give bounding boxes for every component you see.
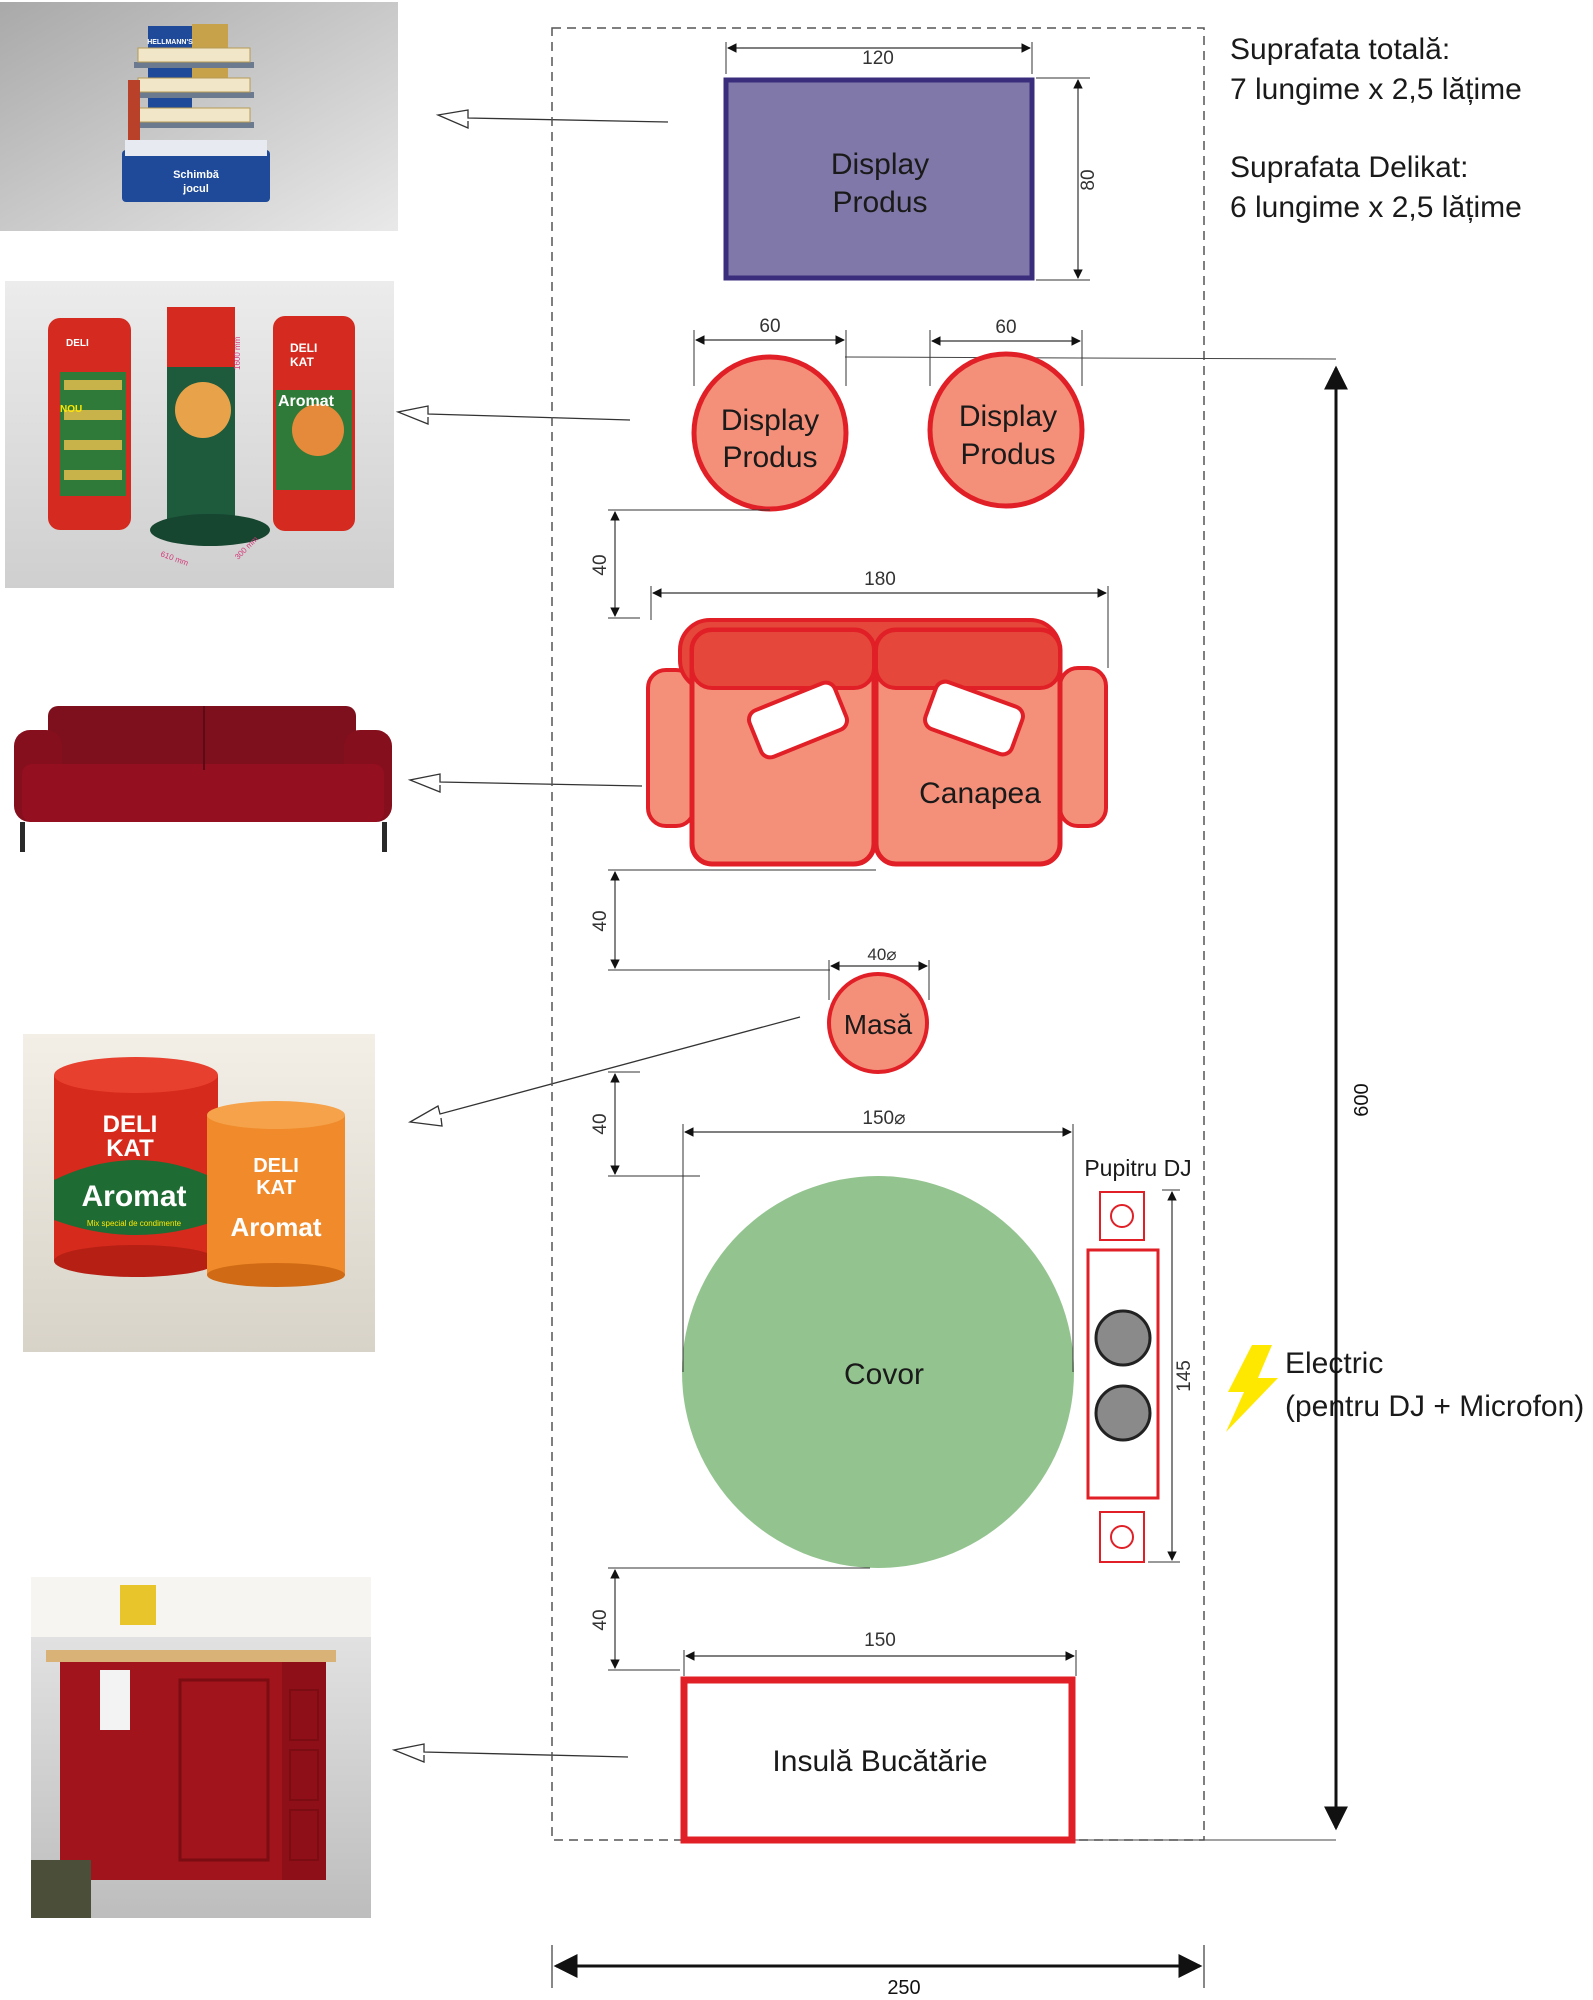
stand-brand: HELLMANN'S (147, 39, 193, 46)
info-total-area: Suprafata totală: 7 lungime x 2,5 lățime (1230, 30, 1522, 110)
display-rect-label-2: Produs (832, 186, 927, 219)
dim-overall-length: 600 (1324, 365, 1373, 1831)
dim-gap-2: 40 (590, 869, 876, 971)
info-total-title: Suprafata totală: (1230, 33, 1451, 66)
dim-gap-4: 40 (590, 1567, 870, 1671)
display-rect-label-1: Display (831, 148, 929, 181)
dim-island-width-label: 150 (864, 1630, 896, 1651)
info-delikat-area: Suprafata Delikat: 6 lungime x 2,5 lățim… (1230, 148, 1522, 228)
dim-gap-3: 40 (590, 1071, 700, 1177)
dim-display-width: 120 (725, 42, 1033, 74)
dim-table: 40⌀ (828, 945, 930, 1000)
cyl-new-badge: NOU (60, 404, 82, 415)
photo-aromat-drums: DELI KAT Aromat Mix special de condiment… (23, 1034, 375, 1352)
info-delikat-title: Suprafata Delikat: (1230, 151, 1469, 184)
photo-kitchen-island (31, 1577, 371, 1918)
dim-gap-4-label: 40 (590, 1609, 611, 1630)
dim-gap-1-label: 40 (590, 554, 611, 575)
display-rect: Display Produs (723, 77, 1035, 281)
drum-small-product: Aromat (230, 1212, 321, 1242)
dim-round-right: 60 (929, 317, 1083, 386)
display-round-right: Display Produs (927, 351, 1085, 509)
dim-overall-width-label: 250 (887, 1977, 920, 1999)
electric-label: Electric (1285, 1347, 1383, 1380)
dim-round-left: 60 (693, 316, 847, 386)
photo-product-stand: Schimbă jocul HELLMANN'S (0, 2, 398, 231)
electric-note-detail: (pentru DJ + Microfon) (1285, 1390, 1584, 1423)
dim-sofa-width-label: 180 (864, 569, 896, 590)
display-height-label: 1600 mm (233, 336, 242, 370)
display-round-right-label-2: Produs (960, 438, 1055, 471)
drum-large-product: Aromat (81, 1180, 186, 1213)
table: Masă (827, 972, 929, 1074)
drum-large-brand-2: KAT (106, 1135, 154, 1162)
info-delikat-dims: 6 lungime x 2,5 lățime (1230, 191, 1522, 224)
table-label: Masă (844, 1009, 913, 1040)
electric-note: Electric (pentru DJ + Microfon) (1226, 1345, 1584, 1432)
dj-label: Pupitru DJ (1084, 1155, 1191, 1181)
display-round-right-label-1: Display (959, 400, 1057, 433)
cyl-right-product: Aromat (278, 393, 335, 410)
pointer-arrows (391, 109, 801, 1763)
stand-slogan-1: Schimbă (173, 169, 220, 181)
cyl-right-brand-2: KAT (290, 355, 314, 369)
kitchen-island: Insulă Bucătărie (680, 1676, 1076, 1844)
dim-rug: 150⌀ (682, 1108, 1074, 1372)
dim-display-width-label: 120 (862, 48, 894, 69)
dim-overall-length-label: 600 (1351, 1083, 1373, 1116)
dim-dj-length: 145 (1148, 1189, 1195, 1563)
lightning-bolt-icon (1226, 1345, 1278, 1432)
dim-round-left-label: 60 (759, 316, 780, 337)
extension-line-top (844, 356, 1337, 360)
photo-round-displays: DELI NOU 1600 mm 610 mm 300 mm DELI KAT … (5, 281, 394, 588)
rug-label: Covor (844, 1358, 924, 1391)
kitchen-island-label: Insulă Bucătărie (772, 1745, 987, 1778)
drum-large-brand-1: DELI (103, 1111, 158, 1138)
dim-sofa-width: 180 (650, 569, 1109, 668)
dim-display-depth: 80 (1036, 77, 1099, 281)
drum-small-brand-2: KAT (256, 1177, 296, 1199)
stand-slogan-2: jocul (182, 183, 209, 195)
photo-sofa (10, 706, 398, 852)
drum-large-subtitle: Mix special de condimente (87, 1219, 182, 1228)
display-round-left-label-2: Produs (722, 441, 817, 474)
dim-round-right-label: 60 (995, 317, 1016, 338)
drum-small-brand-1: DELI (253, 1155, 299, 1177)
cyl-right-brand-1: DELI (290, 341, 317, 355)
dim-gap-2-label: 40 (590, 910, 611, 931)
dim-gap-1: 40 (590, 509, 770, 619)
dim-overall-width: 250 (551, 1945, 1205, 1999)
sofa: Canapea (646, 618, 1108, 867)
dim-island-width: 150 (683, 1630, 1077, 1676)
display-round-left: Display Produs (691, 354, 849, 512)
cyl-brand: DELI (66, 338, 89, 349)
dim-dj-length-label: 145 (1174, 1360, 1195, 1392)
rug: Covor (682, 1176, 1074, 1568)
info-total-dims: 7 lungime x 2,5 lățime (1230, 73, 1522, 106)
sofa-label: Canapea (919, 777, 1041, 810)
display-round-left-label-1: Display (721, 404, 819, 437)
dim-gap-3-label: 40 (590, 1113, 611, 1134)
dim-table-label: 40⌀ (867, 945, 896, 964)
dj-booth: Pupitru DJ (1084, 1155, 1192, 1563)
dim-rug-label: 150⌀ (862, 1108, 905, 1129)
dim-display-depth-label: 80 (1078, 169, 1099, 190)
